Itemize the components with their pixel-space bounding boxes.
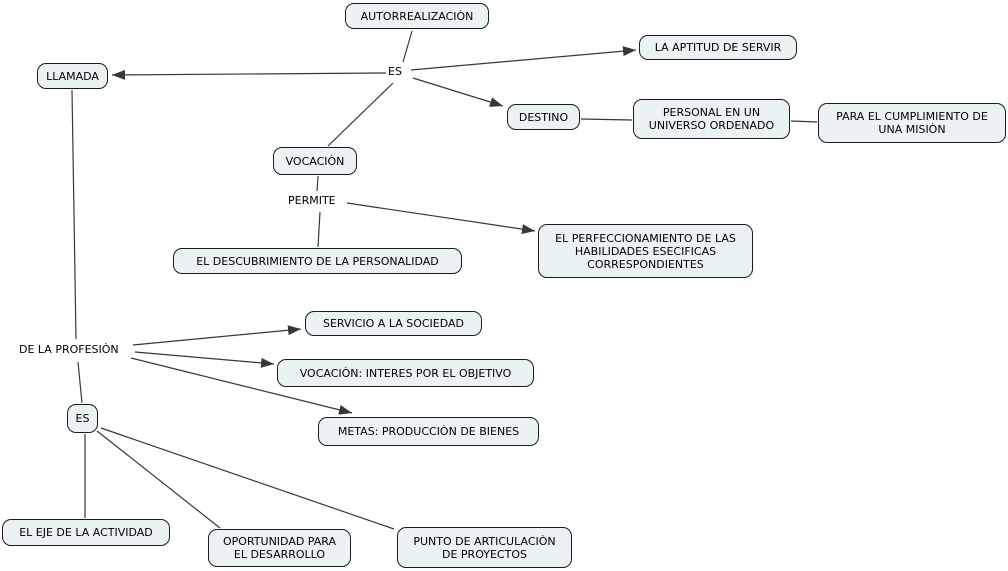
node-servicio-sociedad[interactable]: SERVICIO A LA SOCIEDAD: [305, 311, 482, 336]
node-vocacion-interes-objetivo[interactable]: VOCACIÒN: INTERES POR EL OBJETIVO: [277, 359, 534, 387]
node-descubrimiento-personalidad[interactable]: EL DESCUBRIMIENTO DE LA PERSONALIDAD: [173, 248, 462, 274]
node-perfeccionamiento-habilidades[interactable]: EL PERFECCIONAMIENTO DE LAS HABILIDADES …: [538, 224, 753, 278]
node-llamada[interactable]: LLAMADA: [37, 63, 108, 89]
node-descubrimiento-label: EL DESCUBRIMIENTO DE LA PERSONALIDAD: [196, 254, 439, 268]
node-servicio-label: SERVICIO A LA SOCIEDAD: [322, 317, 465, 330]
link-label-permite[interactable]: PERMITE: [288, 194, 336, 207]
connector-permite-perfeccionamiento-arrow: [346, 202, 536, 235]
node-cumplimiento-label: PARA EL CUMPLIMIENTO DE UNA MISIÒN: [836, 110, 988, 136]
node-destino-label: DESTINO: [518, 110, 569, 124]
node-oportunidad-label: OPORTUNIDAD PARA EL DESARROLLO: [223, 535, 336, 561]
node-el-eje-label: EL EJE DE LA ACTIVIDAD: [19, 526, 153, 539]
node-llamada-label: LLAMADA: [46, 69, 99, 83]
node-punto-articulacion[interactable]: PUNTO DE ARTICULACIÒN DE PROYECTOS: [397, 527, 572, 568]
link-label-de-la-profesion[interactable]: DE LA PROFESIÒN: [19, 343, 119, 356]
connector-profesion-servicio-arrow: [132, 325, 302, 346]
connector-llamada-profesion: [71, 89, 77, 340]
node-es-bottom[interactable]: ES: [67, 404, 98, 433]
node-personal-label: PERSONAL EN UN UNIVERSO ORDENADO: [648, 106, 775, 132]
node-personal-universo-ordenado[interactable]: PERSONAL EN UN UNIVERSO ORDENADO: [633, 99, 790, 139]
connector-personal-cumplimiento: [790, 120, 818, 123]
node-oportunidad-desarrollo[interactable]: OPORTUNIDAD PARA EL DESARROLLO: [208, 529, 351, 567]
node-la-aptitud-label: LA APTITUD DE SERVIR: [654, 41, 782, 54]
node-punto-label: PUNTO DE ARTICULACIÒN DE PROYECTOS: [413, 534, 556, 561]
node-vocacion[interactable]: VOCACIÒN: [273, 147, 357, 175]
node-perfeccionamiento-label: EL PERFECCIONAMIENTO DE LAS HABILIDADES …: [555, 231, 736, 271]
link-label-es-top[interactable]: ES: [388, 65, 402, 78]
connector-es-llamada-arrow: [111, 69, 387, 80]
connector-es-punto: [100, 427, 395, 530]
node-cumplimiento-mision[interactable]: PARA EL CUMPLIMIENTO DE UNA MISIÒN: [818, 103, 1006, 143]
node-la-aptitud-de-servir[interactable]: LA APTITUD DE SERVIR: [639, 35, 797, 60]
connector-profesion-metas-arrow: [130, 357, 353, 415]
connector-es-oportunidad: [96, 430, 221, 529]
connector-es-aptitud-arrow: [410, 46, 637, 71]
connector-autorrealizacion-es: [402, 30, 413, 63]
connector-es-destino-arrow: [412, 77, 504, 107]
node-eje-actividad[interactable]: EL EJE DE LA ACTIVIDAD: [2, 519, 170, 546]
node-destino[interactable]: DESTINO: [507, 104, 580, 130]
node-metas-label: METAS: PRODUCCIÒN DE BIENES: [337, 425, 520, 438]
node-vocacion-interes-label: VOCACIÒN: INTERES POR EL OBJETIVO: [299, 366, 512, 380]
node-autorrealizacion[interactable]: AUTORREALIZACIÒN: [345, 3, 489, 29]
connector-es-vocacion: [327, 82, 394, 147]
connector-profesion-interes-arrow: [134, 351, 275, 368]
node-vocacion-label: VOCACIÒN: [285, 154, 345, 168]
node-es-bottom-label: ES: [75, 412, 90, 425]
connector-permite-descubrimiento: [317, 211, 321, 248]
connector-profesion-es: [77, 361, 83, 404]
node-autorrealizacion-label: AUTORREALIZACIÒN: [360, 9, 474, 23]
node-metas-produccion-bienes[interactable]: METAS: PRODUCCIÒN DE BIENES: [318, 417, 539, 446]
connector-vocacion-permite: [316, 175, 319, 192]
connector-destino-personal: [580, 118, 633, 121]
